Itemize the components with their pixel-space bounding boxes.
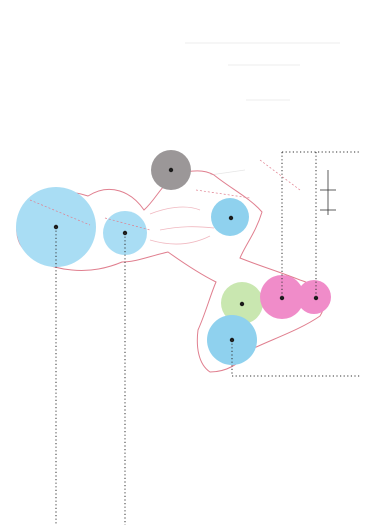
pink-right-circle (297, 280, 331, 314)
inner-outline (150, 207, 214, 244)
bracket-marker (320, 170, 336, 215)
faint-annotations (185, 43, 340, 175)
